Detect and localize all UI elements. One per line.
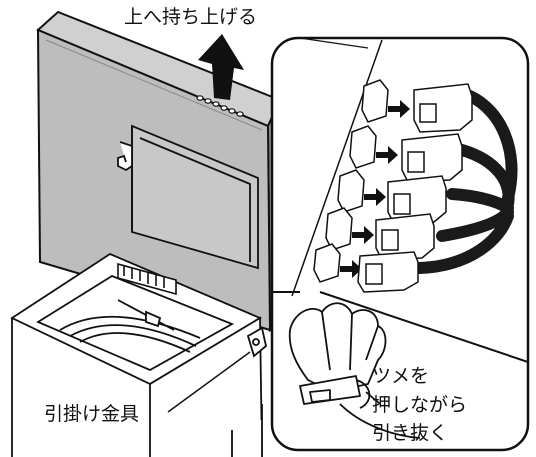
lift-up-label: 上へ持ち上げる bbox=[124, 6, 258, 28]
sockets bbox=[313, 79, 389, 283]
cable-bundle bbox=[414, 90, 518, 274]
hook-bracket bbox=[246, 326, 267, 358]
stand-post bbox=[231, 404, 263, 457]
up-arrow bbox=[198, 34, 244, 100]
instruction-line-2: 押しながら bbox=[372, 394, 468, 416]
detail-callout bbox=[270, 36, 530, 452]
hook-leader-line bbox=[167, 351, 251, 413]
connector-block bbox=[117, 262, 177, 296]
hook-bracket-label: 引掛け金具 bbox=[44, 403, 140, 425]
hand-illustration bbox=[288, 302, 421, 439]
hook-clip bbox=[117, 141, 133, 172]
instruction-line-3: 引き抜く bbox=[372, 422, 449, 444]
panel-buttons bbox=[196, 95, 244, 117]
detail-divider bbox=[272, 291, 528, 363]
back-bracket-plate bbox=[131, 124, 259, 270]
plugs bbox=[357, 83, 473, 293]
direction-arrows bbox=[340, 100, 410, 278]
instruction-line-1: ツメを bbox=[372, 365, 430, 387]
